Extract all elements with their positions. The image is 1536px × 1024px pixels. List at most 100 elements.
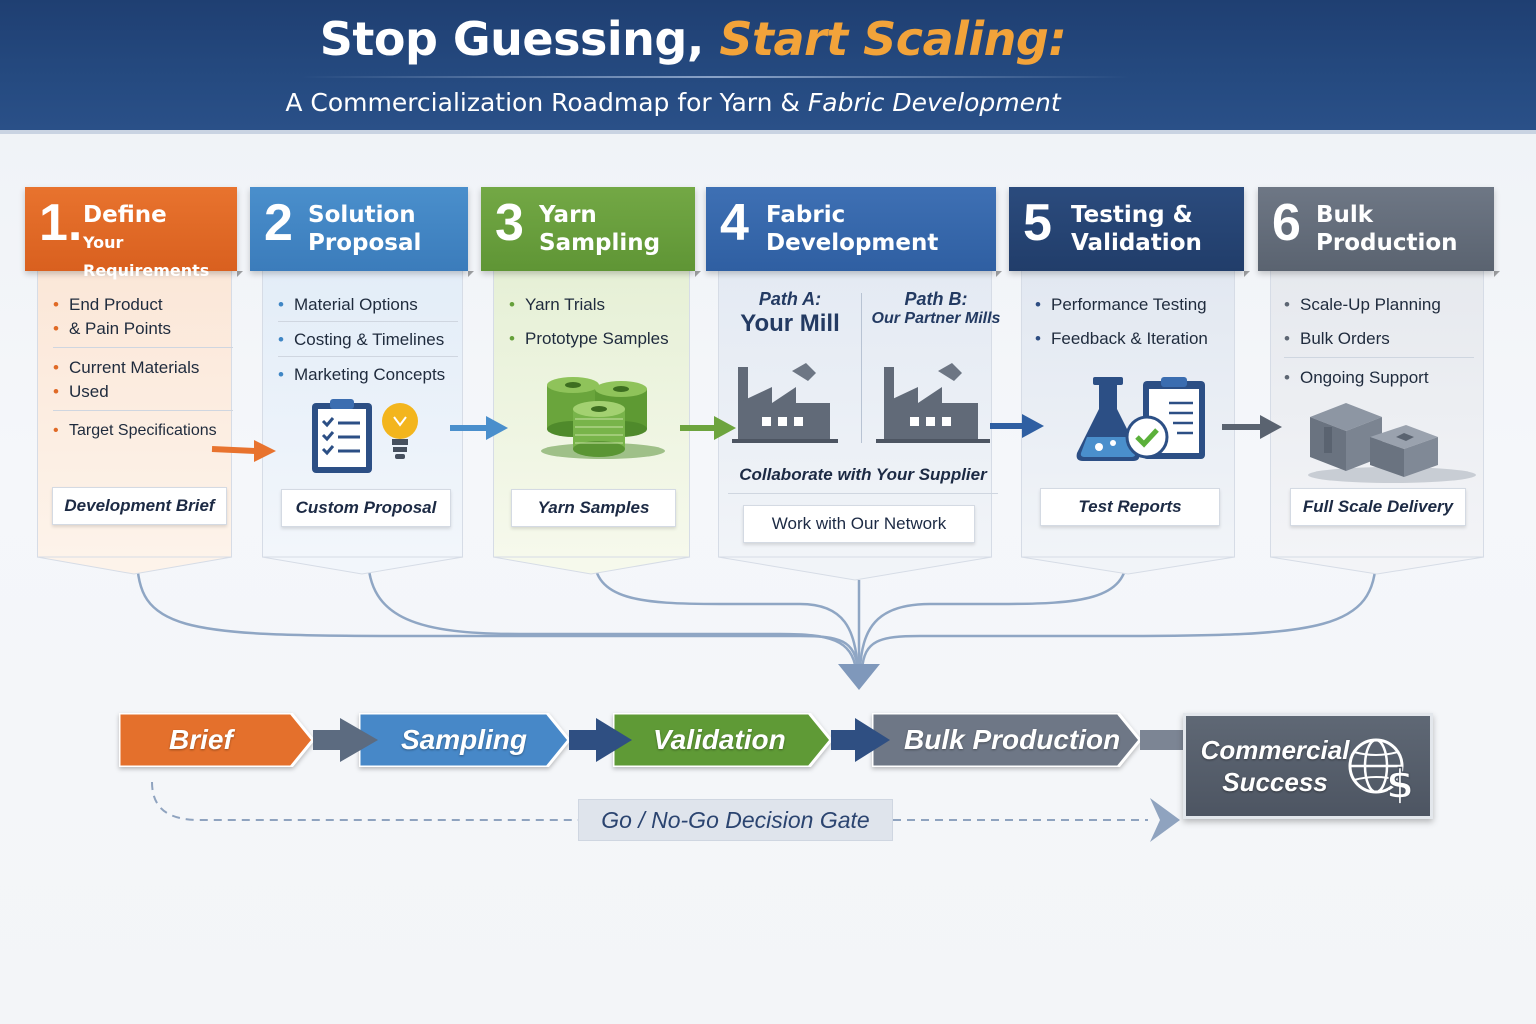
step-3-header: 3 Yarn Sampling (481, 187, 701, 277)
connector-step1 (135, 555, 860, 671)
step-2-number: 2 (264, 194, 293, 252)
step-3-title: Yarn Sampling (539, 201, 660, 257)
step-6-title-line1: Bulk (1316, 202, 1374, 228)
step-4-title: Fabric Development (766, 201, 938, 257)
flow-stage-label: Sampling (401, 724, 528, 755)
step-3-bullets: Yarn Trials Prototype Samples (509, 293, 689, 351)
step-3-point (493, 556, 691, 575)
step-1-number: 1. (39, 194, 83, 252)
step-2-bullets: Material Options Costing & Timelines Mar… (278, 293, 458, 387)
report-check-icon (1125, 377, 1205, 459)
subtitle-main: A Commercialization Roadmap for Yarn & (285, 88, 800, 117)
step-5-output: Test Reports (1040, 488, 1220, 526)
step-6-number: 6 (1272, 194, 1301, 252)
step-5-bullet: Performance Testing (1035, 293, 1235, 317)
step-4-header: 4 Fabric Development (706, 187, 1002, 277)
success-line2: Success (1222, 767, 1328, 797)
step-1-bullet: Current Materials (53, 356, 233, 380)
step-4-title-line1: Fabric (766, 202, 846, 228)
page-title: Stop Guessing, Start Scaling: (0, 12, 1386, 66)
step-5-point (1021, 556, 1236, 575)
arrow-1-2 (211, 440, 276, 462)
step-1-point (36, 556, 233, 575)
flow-stage-validation: Validation (613, 713, 831, 767)
step-1-title: Define Your Requirements (83, 201, 237, 285)
title-main: Stop Guessing, (319, 12, 705, 66)
success-text: Commercial Success (1200, 734, 1350, 798)
subtitle-italic: Fabric Development (807, 88, 1061, 117)
step-3-number: 3 (495, 194, 524, 252)
path-divider (861, 293, 862, 443)
factory-icon (876, 363, 990, 443)
step-6-title-line2: Production (1316, 230, 1458, 256)
path-b-title: Path B: (904, 289, 968, 309)
flow-arrow-1 (313, 718, 378, 762)
step-5-header: 5 Testing & Validation (1009, 187, 1250, 277)
divider (1284, 357, 1474, 358)
arrow-4-5 (990, 414, 1044, 438)
yarn-spools-icon (541, 377, 665, 459)
step-2-output: Custom Proposal (281, 489, 451, 527)
step-6-bullets: Scale-Up Planning Bulk Orders Ongoing Su… (1284, 293, 1474, 390)
step-6-title: Bulk Production (1316, 201, 1458, 257)
connector-step5 (858, 555, 1129, 671)
step-1-output: Development Brief (52, 487, 227, 525)
path-a-name: Your Mill (740, 310, 840, 337)
connector-step3 (592, 555, 860, 671)
step-4-output-b: Work with Our Network (743, 505, 975, 543)
arrow-5-6 (1222, 415, 1282, 439)
step-5-title-line2: Validation (1071, 230, 1202, 256)
step-1-bullet: End Product (53, 293, 233, 317)
factory-icon (732, 363, 838, 443)
header-banner: Stop Guessing, Start Scaling: A Commerci… (0, 0, 1536, 134)
step-2-bullet: Material Options (278, 293, 458, 317)
step-1-title-line1: Define (83, 202, 167, 228)
arrow-3-4 (680, 416, 736, 440)
step-6-point (1270, 556, 1485, 575)
clipboard-checklist-icon (312, 399, 372, 473)
step-3-output: Yarn Samples (511, 489, 676, 527)
step-2-title: Solution Proposal (308, 201, 421, 257)
decision-gate-dashed-line (151, 781, 578, 821)
decision-gate-label: Go / No-Go Decision Gate (578, 799, 893, 841)
success-line1: Commercial (1200, 735, 1350, 765)
step-6-bullet: Ongoing Support (1284, 366, 1474, 390)
flow-arrow-2 (569, 718, 632, 762)
step-2-point (262, 556, 464, 575)
path-a-label: Path A: Your Mill (720, 289, 860, 338)
flow-stage-label: Brief (169, 724, 233, 755)
step-6-bullet: Bulk Orders (1284, 327, 1474, 351)
step-1-bullet-cont: Used (53, 380, 233, 404)
step-1-title-line2: Your Requirements (83, 233, 210, 280)
step-3-bullet: Prototype Samples (509, 327, 689, 351)
step-3-bullet: Yarn Trials (509, 293, 689, 317)
flow-stage-label: Bulk Production (904, 724, 1121, 755)
step-5-bullets: Performance Testing Feedback & Iteration (1035, 293, 1235, 351)
step-4-output-a: Collaborate with Your Supplier (728, 465, 998, 494)
step-5-number: 5 (1023, 194, 1052, 252)
path-b-name: Our Partner Mills (871, 310, 1001, 327)
path-a-title: Path A: (758, 289, 822, 309)
lightbulb-icon (382, 403, 418, 459)
lab-flask-icon (1076, 377, 1140, 461)
flow-stage-bulk-production: Bulk Production (872, 713, 1140, 767)
step-4-point (718, 556, 993, 581)
step-5-title-line1: Testing & (1071, 202, 1193, 228)
boxes-icon (1308, 403, 1476, 483)
step-1-bullet: Target Specifications (53, 419, 233, 443)
path-b-label: Path B: Our Partner Mills (866, 289, 1006, 328)
commercial-success-box: Commercial Success $ (1183, 713, 1433, 819)
step-3-title-line2: Sampling (539, 230, 661, 256)
step-6-bullet: Scale-Up Planning (1284, 293, 1474, 317)
step-2-title-line1: Solution (308, 202, 416, 228)
convergence-arrowhead (838, 664, 880, 690)
step-5-bullet: Feedback & Iteration (1035, 327, 1235, 351)
title-accent: Start Scaling: (719, 12, 1067, 66)
step-6-header: 6 Bulk Production (1258, 187, 1500, 277)
flow-stage-sampling: Sampling (359, 713, 569, 767)
step-3-title-line1: Yarn (539, 202, 597, 228)
step-2-bullet: Marketing Concepts (278, 363, 458, 387)
step-4-title-line2: Development (766, 230, 939, 256)
